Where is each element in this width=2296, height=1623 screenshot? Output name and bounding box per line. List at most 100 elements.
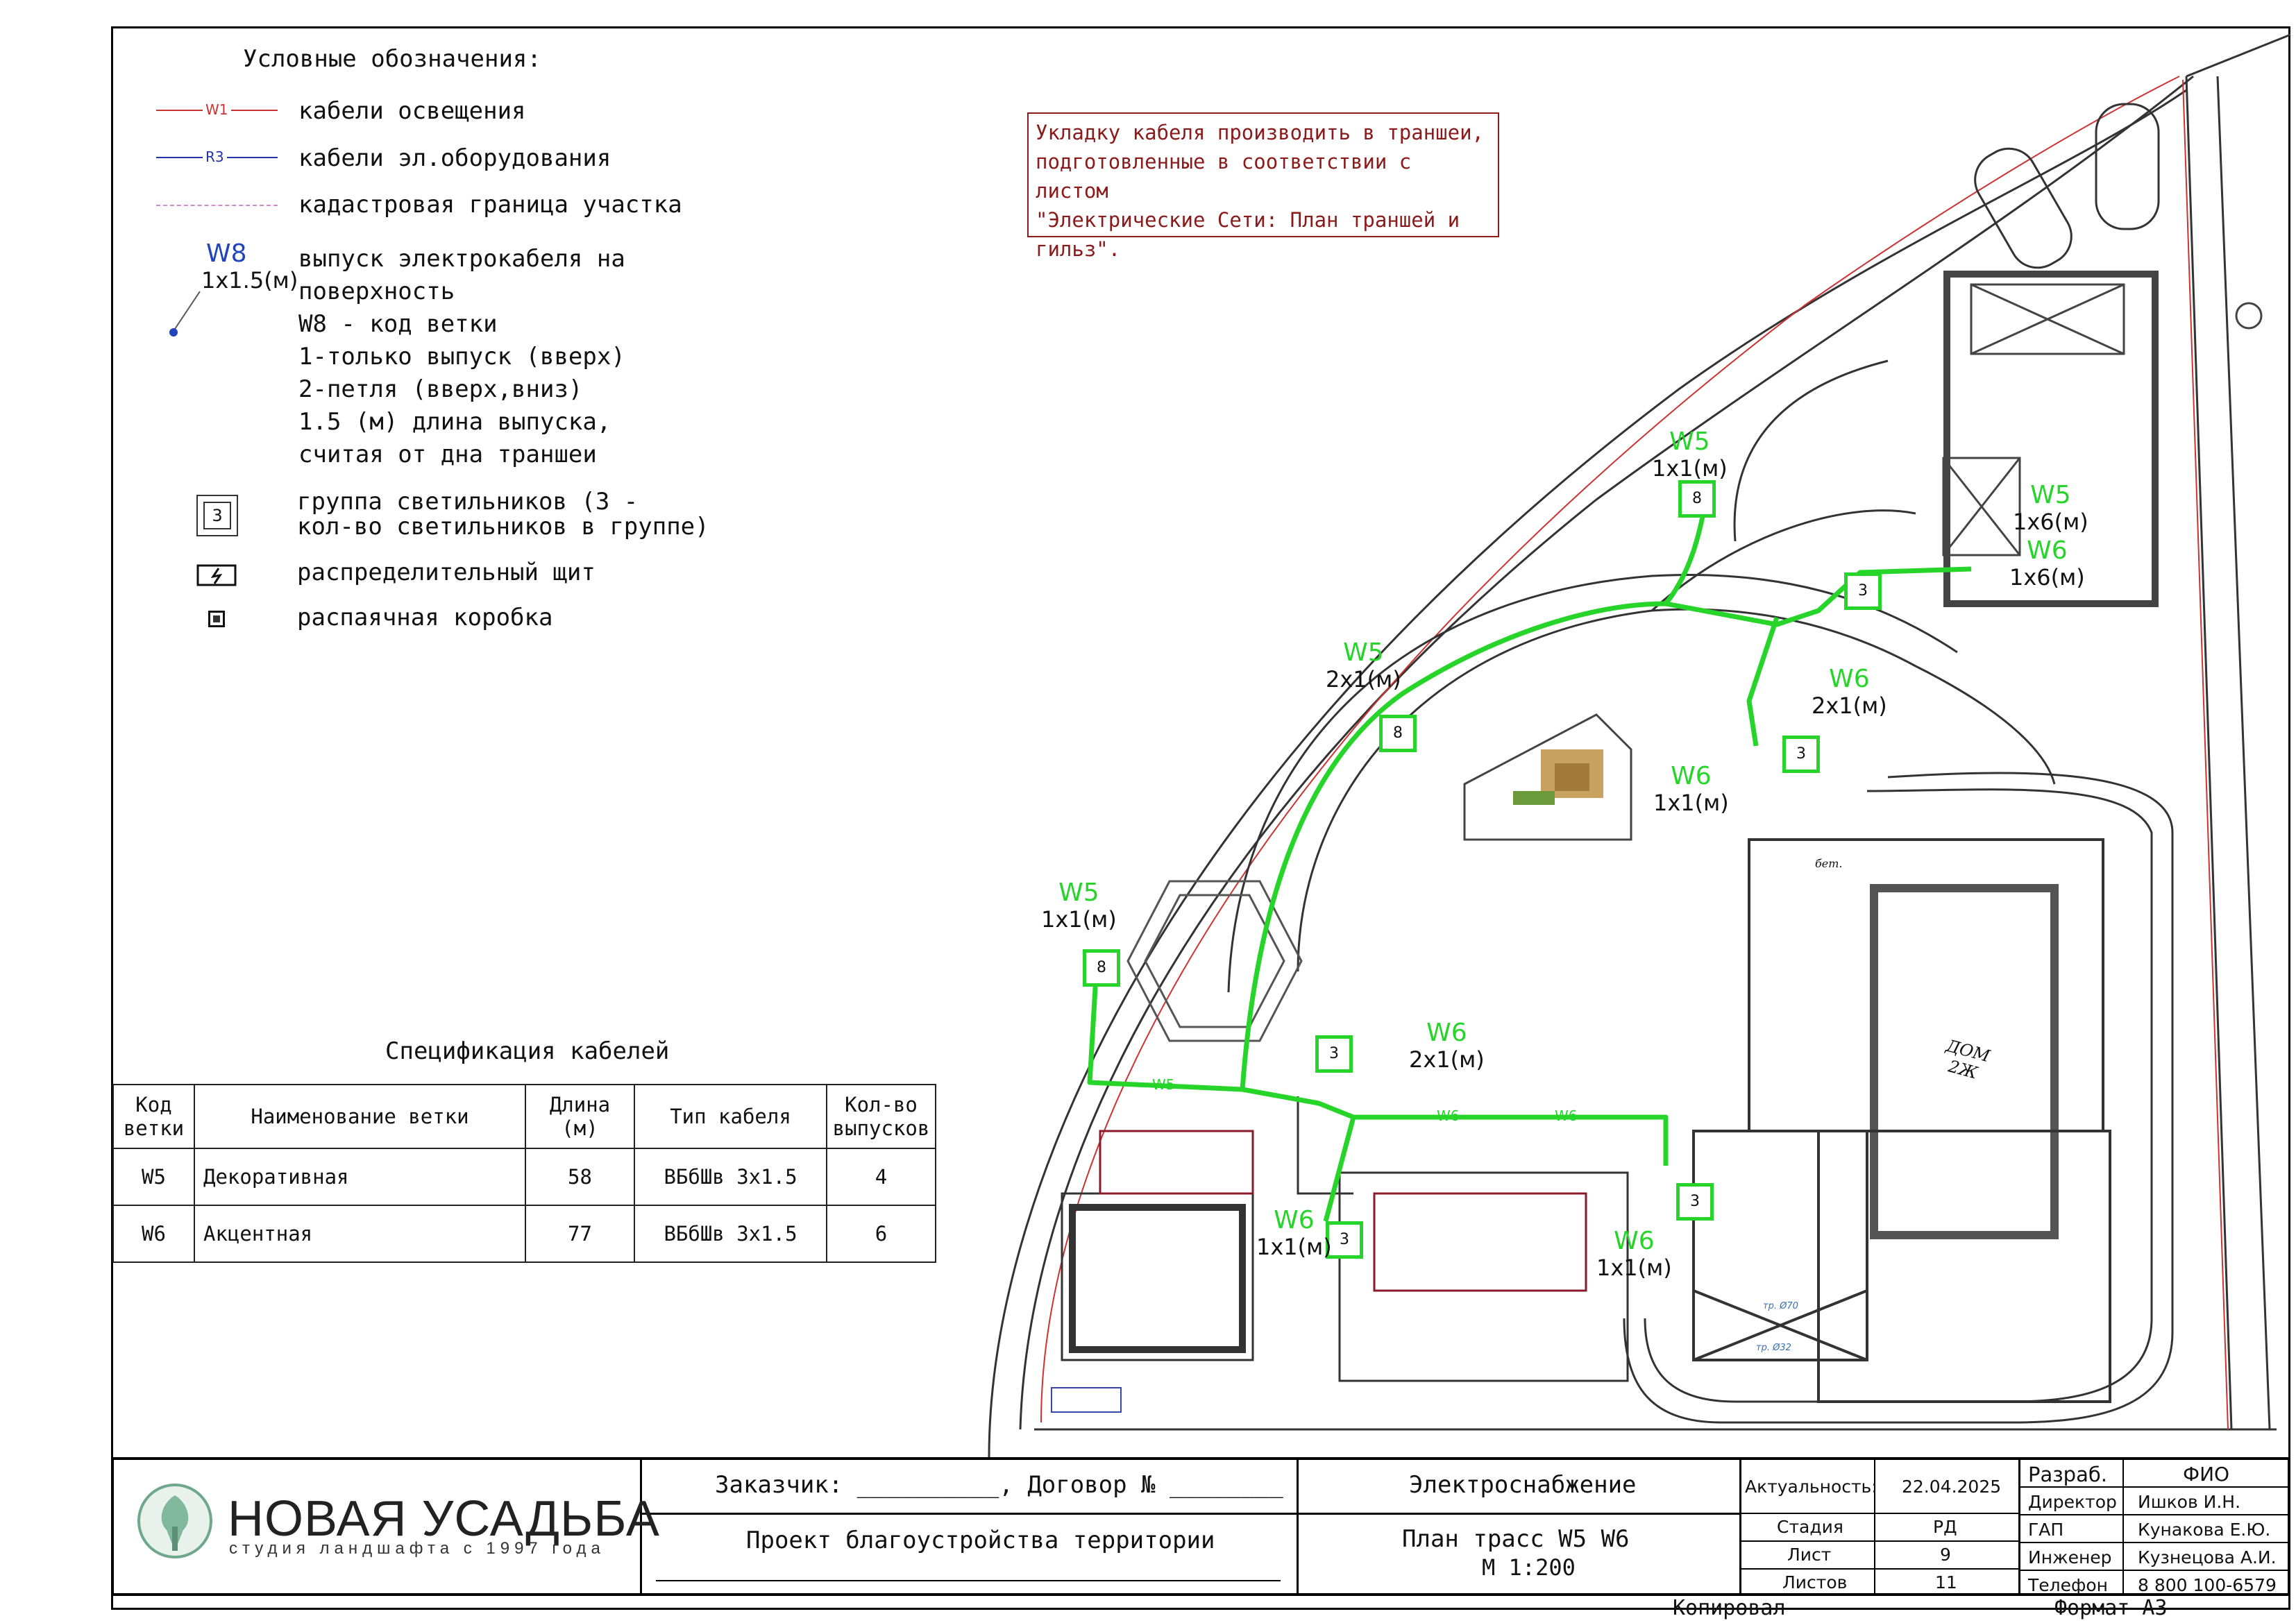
- tb-section: Электроснабжение: [1409, 1471, 1637, 1499]
- light-group-8-c: 8: [1678, 480, 1716, 518]
- tb-format: Формат А3: [2054, 1596, 2168, 1620]
- legend-label-lighting: кабели освещения: [298, 97, 526, 125]
- outlet-code: W5: [2030, 481, 2071, 509]
- legend-outlet-desc: выпуск электрокабеля на поверхность W8 -…: [298, 243, 625, 471]
- cadastral-line: [1040, 76, 2180, 1423]
- legend-outlet-desc-7: считая от дна траншеи: [298, 441, 597, 468]
- outlet-label-w5-c: W5 1x1(м): [1652, 429, 1728, 482]
- tb-role-2: ГАП: [2028, 1520, 2064, 1540]
- light-group-8-a: 8: [1083, 949, 1120, 987]
- tb-divider-2: [1297, 1457, 1299, 1596]
- spec-header-type: Тип кабеля: [634, 1084, 827, 1149]
- outlet-label-w5-b: W5 2x1(м): [1326, 638, 1401, 693]
- tb-divider-3: [1739, 1457, 1741, 1596]
- tb-sheet-label: Лист: [1787, 1545, 1832, 1565]
- pipe-label-32: тр. Ø32: [1756, 1343, 1791, 1353]
- spec-header-code-2: ветки: [123, 1116, 185, 1140]
- tb-stage-label: Стадия: [1777, 1517, 1843, 1537]
- legend-label-cadastral: кадастровая граница участка: [298, 191, 682, 219]
- legend-box-icon: [208, 611, 225, 627]
- play-equipment: [1513, 749, 1603, 805]
- tb-name-2: Кунакова Е.Ю.: [2138, 1520, 2271, 1540]
- pool: [1338, 1171, 1629, 1382]
- tb-hline-r3: [2018, 1542, 2290, 1543]
- outlet-length: 1x1(м): [1652, 455, 1728, 482]
- outlet-code: W6: [1274, 1206, 1315, 1234]
- legend-group-desc-1: группа светильников (3 -: [297, 488, 639, 516]
- logo-subtitle: студия ландшафта с 1997 года: [229, 1539, 605, 1558]
- gazebo: [1126, 880, 1303, 1042]
- outlet-label-w6-b: W6 2x1(м): [1812, 665, 1887, 720]
- tb-divider-1: [640, 1457, 642, 1596]
- legend-symbol-r3: R3: [203, 148, 227, 165]
- trench-note-3: "Электрические Сети: План траншей и: [1036, 208, 1460, 232]
- tb-vline-stage: [1874, 1457, 1875, 1596]
- outlet-code: W5: [1058, 878, 1099, 907]
- legend-box-label: распаячная коробка: [297, 604, 553, 631]
- spec-header-type-1: Тип кабеля: [670, 1105, 791, 1128]
- tb-copied: Копировал: [1673, 1596, 1786, 1620]
- outlet-label-w6-e: W6 1x1(м): [1256, 1206, 1332, 1261]
- tb-divider-5: [2122, 1457, 2124, 1596]
- logo-title: НОВАЯ УСАДЬБА: [228, 1491, 660, 1547]
- cadastral-line-east: [2182, 79, 2229, 1430]
- spec-cell-name: Декоративная: [194, 1148, 526, 1206]
- table-row: W6 Акцентная 77 ВБбШв 3х1.5 6: [112, 1205, 936, 1263]
- cable-routes: [1087, 492, 1972, 1222]
- table-row: W5 Декоративная 58 ВБбШв 3х1.5 4: [112, 1148, 936, 1206]
- cable-tag-w5: W5: [1152, 1076, 1175, 1093]
- tb-hline-a1: [1739, 1513, 2018, 1514]
- tb-hline-a3: [1739, 1568, 2018, 1570]
- cable-tags: W5 W6 W6: [1152, 1076, 1578, 1124]
- light-group-3-a: 3: [1844, 572, 1882, 610]
- outlet-code: W6: [1614, 1227, 1655, 1255]
- logo-emblem: [137, 1484, 212, 1558]
- tb-name-4: 8 800 100-6579: [2138, 1575, 2277, 1595]
- bet-label: бет.: [1815, 857, 1843, 870]
- outlet-code: W6: [1426, 1019, 1467, 1047]
- outlet-code: W6: [1829, 665, 1870, 693]
- tb-actual-date: 22.04.2025: [1902, 1477, 2002, 1497]
- light-group-3-d: 3: [1326, 1221, 1363, 1259]
- north-arrow-symbol: [2235, 302, 2263, 330]
- legend-outlet-desc-3: W8 - код ветки: [298, 310, 498, 338]
- outlet-label-w5-d: W5 1x6(м): [2013, 481, 2088, 536]
- outlet-code: W5: [1343, 638, 1384, 667]
- trench-note-2: подготовленные в соответствии с листом: [1036, 150, 1412, 203]
- tb-role-4: Телефон: [2028, 1575, 2109, 1595]
- outlet-code: W6: [2027, 536, 2068, 565]
- spec-cell-type: ВБбШв 3х1.5: [634, 1148, 827, 1206]
- outlet-length: 2x1(м): [1409, 1046, 1485, 1073]
- legend-outlet-icon: [169, 291, 201, 337]
- spec-header-length-2: (м): [562, 1116, 598, 1140]
- outlet-code: W6: [1671, 762, 1712, 790]
- tb-name-3: Кузнецова А.И.: [2138, 1547, 2277, 1567]
- outlet-length: 1x1(м): [1041, 906, 1117, 933]
- spec-cell-length: 58: [525, 1148, 635, 1206]
- spec-header-length-1: Длина: [549, 1093, 611, 1116]
- outlet-length: 1x1(м): [1596, 1255, 1672, 1281]
- tb-scale: М 1:200: [1482, 1554, 1576, 1581]
- spec-cell-code: W6: [112, 1205, 195, 1263]
- tb-customer: Заказчик: __________, Договор № ________: [715, 1471, 1283, 1499]
- spec-cell-count: 6: [826, 1205, 936, 1263]
- tb-hline-r4: [2018, 1570, 2290, 1571]
- outlet-length: 2x1(м): [1812, 692, 1887, 719]
- blue-rect: [1051, 1387, 1122, 1413]
- tb-actual-label: Актуальность:: [1745, 1477, 1877, 1497]
- legend-outlet-desc-4: 1-только выпуск (вверх): [298, 343, 625, 371]
- tb-name-1: Ишков И.Н.: [2138, 1492, 2241, 1512]
- spec-cell-length: 77: [525, 1205, 635, 1263]
- spec-header-name-1: Наименование ветки: [251, 1105, 469, 1128]
- spec-header-count-1: Кол-во: [845, 1093, 918, 1116]
- outlet-length: 1x1(м): [1653, 790, 1729, 816]
- spec-cell-code: W5: [112, 1148, 195, 1206]
- tb-project: Проект благоустройства территории: [746, 1527, 1215, 1554]
- outlet-label-w6-c: W6 1x1(м): [1653, 762, 1729, 817]
- legend-panel-icon: [196, 564, 237, 586]
- tb-name-0: ФИО: [2183, 1463, 2230, 1486]
- tb-hline-r1: [2018, 1486, 2290, 1488]
